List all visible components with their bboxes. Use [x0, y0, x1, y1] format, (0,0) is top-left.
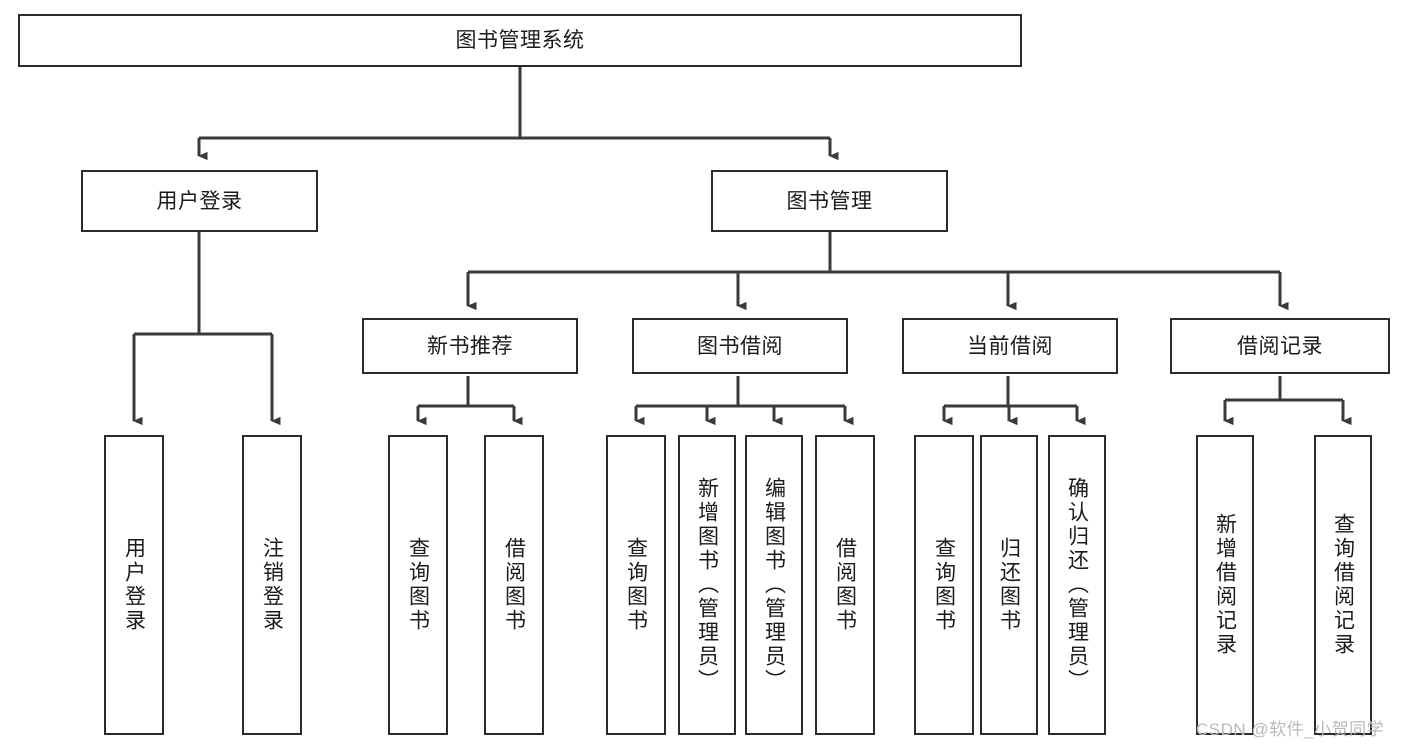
node-leaf-logout-label: 注销登录: [260, 537, 284, 633]
node-leaf-borrow-book-2-label: 借阅图书: [833, 537, 857, 633]
node-leaf-query-book-2[interactable]: 查询图书: [606, 435, 666, 735]
node-leaf-borrow-book-1[interactable]: 借阅图书: [484, 435, 544, 735]
node-book-borrow-label: 图书借阅: [697, 334, 783, 358]
node-leaf-return-book[interactable]: 归还图书: [980, 435, 1038, 735]
node-user-login-label: 用户登录: [156, 189, 243, 213]
node-leaf-query-book-3-label: 查询图书: [932, 537, 956, 633]
node-leaf-query-book-1-label: 查询图书: [406, 537, 430, 633]
node-leaf-edit-book[interactable]: 编辑图书（管理员）: [745, 435, 803, 735]
node-book-manage[interactable]: 图书管理: [711, 170, 948, 232]
node-leaf-query-book-1[interactable]: 查询图书: [388, 435, 448, 735]
node-leaf-add-record-label: 新增借阅记录: [1213, 513, 1237, 657]
node-user-login[interactable]: 用户登录: [81, 170, 318, 232]
node-root[interactable]: 图书管理系统: [18, 14, 1022, 67]
node-new-book-rec[interactable]: 新书推荐: [362, 318, 578, 374]
node-leaf-return-book-label: 归还图书: [997, 537, 1021, 633]
node-leaf-query-book-2-label: 查询图书: [624, 537, 648, 633]
node-leaf-add-book[interactable]: 新增图书（管理员）: [678, 435, 736, 735]
node-borrow-record[interactable]: 借阅记录: [1170, 318, 1390, 374]
node-current-borrow-label: 当前借阅: [967, 334, 1053, 358]
node-book-borrow[interactable]: 图书借阅: [632, 318, 848, 374]
node-leaf-user-login-label: 用户登录: [122, 537, 146, 633]
node-leaf-query-record[interactable]: 查询借阅记录: [1314, 435, 1372, 735]
node-leaf-query-record-label: 查询借阅记录: [1331, 513, 1355, 657]
node-leaf-add-book-label: 新增图书（管理员）: [695, 477, 719, 693]
node-leaf-borrow-book-2[interactable]: 借阅图书: [815, 435, 875, 735]
node-leaf-add-record[interactable]: 新增借阅记录: [1196, 435, 1254, 735]
node-leaf-confirm-return-label: 确认归还（管理员）: [1065, 477, 1089, 693]
node-leaf-borrow-book-1-label: 借阅图书: [502, 537, 526, 633]
node-leaf-query-book-3[interactable]: 查询图书: [914, 435, 974, 735]
node-current-borrow[interactable]: 当前借阅: [902, 318, 1118, 374]
node-book-manage-label: 图书管理: [786, 189, 873, 213]
node-leaf-logout[interactable]: 注销登录: [242, 435, 302, 735]
node-borrow-record-label: 借阅记录: [1237, 334, 1323, 358]
node-root-label: 图书管理系统: [455, 29, 585, 52]
node-new-book-rec-label: 新书推荐: [427, 334, 513, 358]
node-leaf-user-login[interactable]: 用户登录: [104, 435, 164, 735]
node-leaf-edit-book-label: 编辑图书（管理员）: [762, 477, 786, 693]
node-leaf-confirm-return[interactable]: 确认归还（管理员）: [1048, 435, 1106, 735]
